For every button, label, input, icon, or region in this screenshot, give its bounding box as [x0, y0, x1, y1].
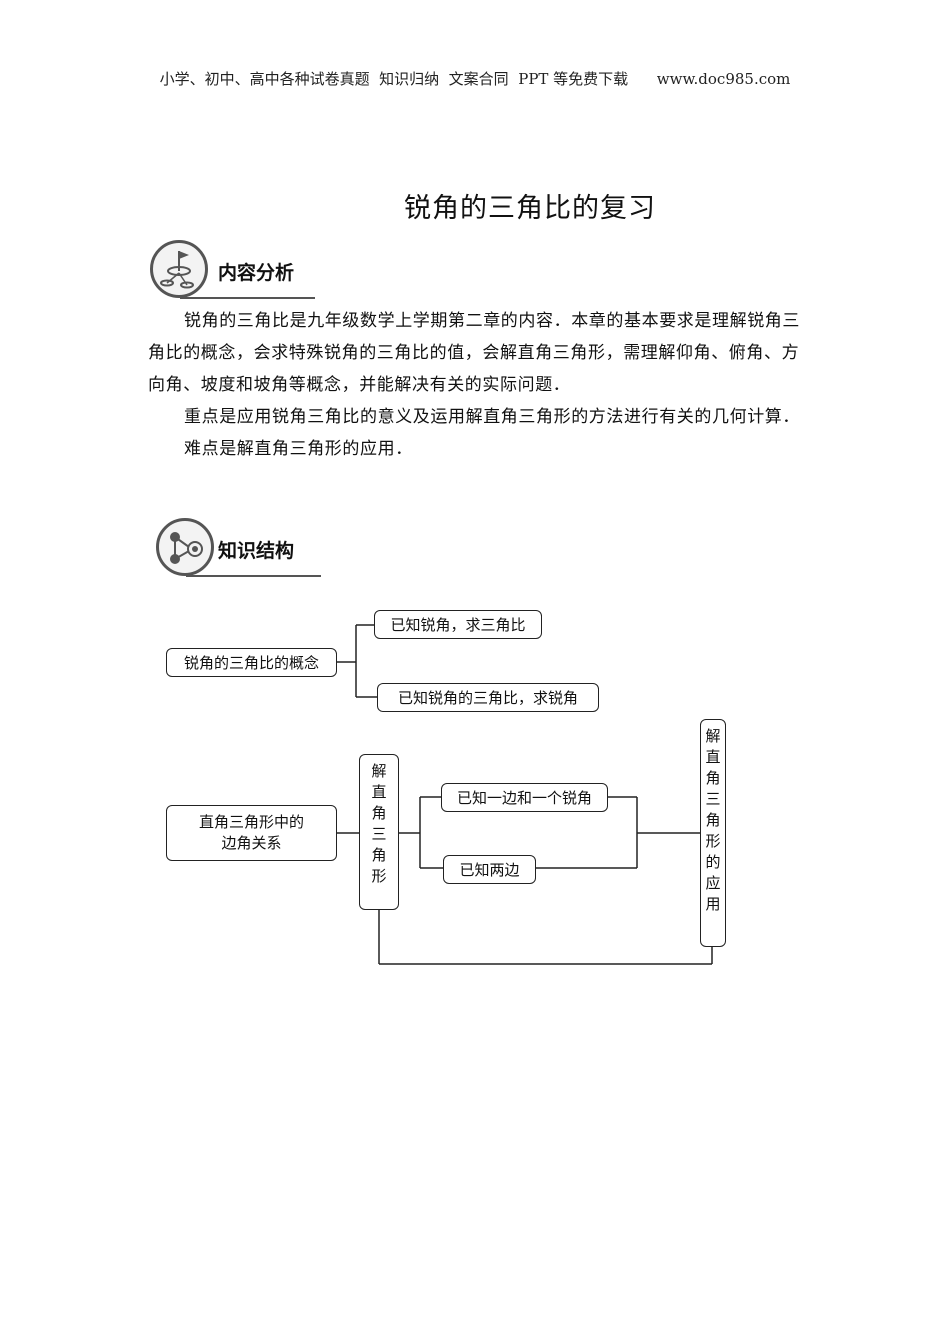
node-solve-right-triangle: 解 直 角 三 角 形 — [359, 754, 399, 910]
node-concept: 锐角的三角比的概念 — [166, 648, 337, 677]
section-heading-knowledge-structure: 知识结构 — [150, 518, 321, 580]
section-underline — [180, 297, 315, 299]
solve-char: 三 — [371, 825, 387, 843]
solve-char: 形 — [371, 867, 387, 885]
application-char: 解 — [705, 727, 721, 745]
flag-target-icon — [150, 240, 208, 298]
solve-char: 角 — [371, 804, 387, 822]
solve-char: 角 — [371, 846, 387, 864]
page-title: 锐角的三角比的复习 — [404, 193, 656, 224]
application-char: 形 — [705, 832, 721, 850]
application-char: 三 — [705, 790, 721, 808]
paragraph-difficulty: 难点是解直角三角形的应用． — [184, 439, 413, 459]
application-char: 的 — [705, 853, 721, 871]
paragraph-key-point: 重点是应用锐角三角比的意义及运用解直角三角形的方法进行有关的几何计算． — [184, 407, 800, 427]
node-application: 解 直 角 三 角 形 的 应 用 — [700, 719, 726, 947]
node-known-angle: 已知锐角，求三角比 — [374, 610, 542, 639]
application-char: 角 — [705, 769, 721, 787]
application-char: 用 — [705, 895, 721, 913]
solve-char: 解 — [371, 762, 387, 780]
section-underline — [186, 575, 321, 577]
section-title-knowledge-structure: 知识结构 — [218, 540, 295, 562]
section-heading-content-analysis: 内容分析 — [150, 240, 320, 302]
section-title-content-analysis: 内容分析 — [218, 262, 295, 284]
node-one-side-one-angle: 已知一边和一个锐角 — [441, 783, 608, 812]
node-known-ratio: 已知锐角的三角比，求锐角 — [377, 683, 599, 712]
application-char: 直 — [705, 748, 721, 766]
paragraph-overview: 锐角的三角比是九年级数学上学期第二章的内容．本章的基本要求是理解锐角三角比的概念… — [148, 311, 800, 395]
node-side-angle-relation: 直角三角形中的边角关系 — [166, 805, 337, 861]
network-node-icon — [156, 518, 214, 576]
node-two-sides: 已知两边 — [443, 855, 536, 884]
solve-char: 直 — [371, 783, 387, 801]
application-char: 角 — [705, 811, 721, 829]
content-analysis-body: 锐角的三角比是九年级数学上学期第二章的内容．本章的基本要求是理解锐角三角比的概念… — [148, 305, 808, 465]
application-char: 应 — [705, 874, 721, 892]
page-header: 小学、初中、高中各种试卷真题 知识归纳 文案合同 PPT 等免费下载 www.d… — [159, 70, 791, 88]
